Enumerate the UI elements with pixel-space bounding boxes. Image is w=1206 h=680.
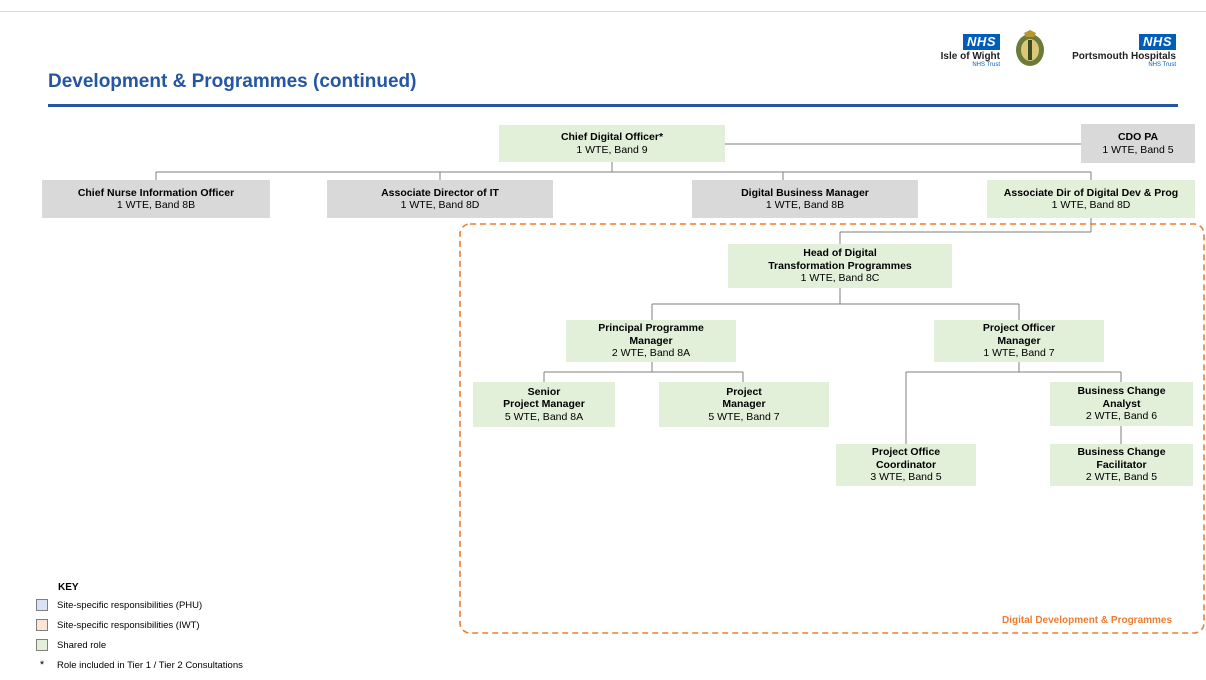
role-title-line2: Manager [997,334,1041,347]
role-title-line1: Principal Programme [598,322,704,335]
org-box-cdo-pa: CDO PA 1 WTE, Band 5 [1081,124,1195,163]
asterisk-symbol: * [39,659,45,671]
logo-subtitle: NHS Trust [972,62,1000,68]
page-title: Development & Programmes (continued) [48,71,417,92]
title-underline [48,104,1178,107]
role-title-line1: Senior [527,385,561,398]
role-title: Associate Dir of Digital Dev & Prog [1003,186,1179,199]
role-title-line1: Project [726,385,762,398]
crest-icon [1016,30,1044,66]
role-title-line2: Facilitator [1096,458,1147,471]
role-title-line2: Analyst [1102,397,1141,410]
key-label: Site-specific responsibilities (IWT) [57,619,200,631]
pht-nhs-logo: NHS Portsmouth Hospitals NHS Trust [1030,33,1176,69]
role-title-line1: Business Change [1077,446,1166,459]
role-title-line1: Business Change [1077,385,1166,398]
role-title: Associate Director of IT [381,186,499,199]
role-title-line2: Transformation Programmes [768,259,912,272]
role-detail: 5 WTE, Band 7 [708,410,780,423]
digital-dev-group-outline [459,223,1205,634]
role-title-line1: Project Office [871,446,941,459]
role-detail: 3 WTE, Band 5 [870,471,942,484]
key-item-shared: Shared role [36,639,106,651]
role-detail: 1 WTE, Band 8C [800,272,880,285]
org-box-project-manager: Project Manager 5 WTE, Band 7 [659,382,829,427]
org-box-principal-programme-manager: Principal Programme Manager 2 WTE, Band … [566,320,736,362]
key-title: KEY [58,582,79,593]
role-title: CDO PA [1117,131,1159,143]
role-title-line1: Project Officer [982,322,1056,335]
role-title: Chief Digital Officer* [560,131,664,143]
logo-name: Portsmouth Hospitals [1072,51,1176,62]
org-box-business-change-facilitator: Business Change Facilitator 2 WTE, Band … [1050,444,1193,486]
logo-name: Isle of Wight [940,51,1000,62]
org-box-project-office-coordinator: Project Office Coordinator 3 WTE, Band 5 [836,444,976,486]
org-box-associate-dir-digital-dev-prog: Associate Dir of Digital Dev & Prog 1 WT… [987,180,1195,218]
org-box-associate-director-of-it: Associate Director of IT 1 WTE, Band 8D [327,180,553,218]
key-label: Shared role [57,639,107,651]
role-title-line1: Head of Digital [803,247,877,260]
key-label: Site-specific responsibilities (PHU) [57,599,203,611]
iow-nhs-logo: NHS Isle of Wight NHS Trust [920,33,1000,69]
nhs-badge: NHS [1139,34,1176,50]
key-item-consultation-note: * Role included in Tier 1 / Tier 2 Consu… [36,659,243,671]
key-item-iwt: Site-specific responsibilities (IWT) [36,619,200,631]
logo-subtitle: NHS Trust [1148,62,1176,68]
key-swatch-iwt [36,619,48,631]
key-item-phu: Site-specific responsibilities (PHU) [36,599,202,611]
role-detail: 1 WTE, Band 7 [983,347,1055,360]
top-divider [0,11,1206,12]
role-detail: 2 WTE, Band 5 [1085,471,1158,484]
role-title-line2: Coordinator [875,458,937,471]
role-detail: 1 WTE, Band 8B [765,199,845,211]
role-detail: 1 WTE, Band 9 [576,143,648,156]
org-box-chief-digital-officer: Chief Digital Officer* 1 WTE, Band 9 [499,125,725,162]
org-box-chief-nurse-information-officer: Chief Nurse Information Officer 1 WTE, B… [42,180,270,218]
role-detail: 1 WTE, Band 5 [1102,143,1174,156]
role-detail: 5 WTE, Band 8A [504,410,584,423]
role-title: Digital Business Manager [741,186,869,199]
key-label: Role included in Tier 1 / Tier 2 Consult… [57,659,243,671]
role-detail: 2 WTE, Band 6 [1085,410,1158,423]
group-label: Digital Development & Programmes [1002,615,1173,626]
org-box-project-officer-manager: Project Officer Manager 1 WTE, Band 7 [934,320,1104,362]
role-detail: 1 WTE, Band 8D [400,199,480,211]
role-title: Chief Nurse Information Officer [77,186,235,199]
nhs-badge: NHS [963,34,1000,50]
org-box-digital-business-manager: Digital Business Manager 1 WTE, Band 8B [692,180,918,218]
org-box-business-change-analyst: Business Change Analyst 2 WTE, Band 6 [1050,382,1193,426]
key-swatch-phu [36,599,48,611]
role-detail: 1 WTE, Band 8B [116,199,196,211]
org-box-senior-project-manager: Senior Project Manager 5 WTE, Band 8A [473,382,615,427]
role-detail: 2 WTE, Band 8A [611,347,691,360]
org-box-head-of-digital-transformation: Head of Digital Transformation Programme… [728,244,952,288]
key-swatch-shared [36,639,48,651]
role-title-line2: Manager [722,398,766,411]
role-title-line2: Manager [629,334,673,347]
role-title-line2: Project Manager [503,398,585,411]
role-detail: 1 WTE, Band 8D [1051,199,1131,211]
